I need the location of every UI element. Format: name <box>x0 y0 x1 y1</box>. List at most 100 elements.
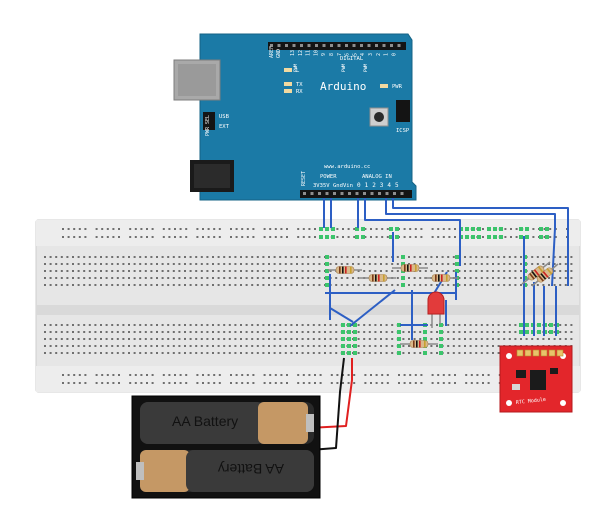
breadboard-hole <box>189 345 192 347</box>
breadboard-hole <box>228 284 231 286</box>
breadboard-hole <box>329 331 332 333</box>
breadboard-hole <box>296 352 298 354</box>
breadboard-hole <box>318 352 321 354</box>
breadboard-hole <box>553 331 556 333</box>
breadboard-hole <box>409 228 412 230</box>
connected-hole <box>499 235 503 239</box>
connected-hole <box>325 262 329 266</box>
breadboard-hole <box>67 236 70 238</box>
breadboard-hole <box>402 345 405 347</box>
breadboard-hole <box>212 256 214 258</box>
breadboard-hole <box>532 228 535 230</box>
breadboard-hole <box>251 338 254 340</box>
breadboard-hole <box>228 256 231 258</box>
breadboard-hole <box>336 374 339 376</box>
breadboard-hole <box>492 263 494 265</box>
breadboard-hole <box>196 382 199 384</box>
breadboard-hole <box>212 324 214 326</box>
breadboard-hole <box>553 263 556 265</box>
breadboard-hole <box>84 382 87 384</box>
breadboard-hole <box>217 270 220 272</box>
breadboard-hole <box>196 374 199 376</box>
connected-hole <box>439 323 443 327</box>
breadboard-hole <box>60 331 63 333</box>
breadboard-hole <box>301 324 304 326</box>
breadboard-hole <box>273 270 276 272</box>
breadboard-hole <box>73 374 76 376</box>
breadboard-hole <box>553 256 556 258</box>
breadboard-hole <box>77 338 80 340</box>
breadboard-hole <box>553 277 556 279</box>
breadboard-hole <box>262 284 265 286</box>
reset-label: RESET <box>301 171 307 186</box>
breadboard-hole <box>44 338 46 340</box>
breadboard-hole <box>172 331 175 333</box>
breadboard-hole <box>150 256 153 258</box>
breadboard-hole <box>268 256 270 258</box>
breadboard-hole <box>200 277 203 279</box>
breadboard-hole <box>280 374 283 376</box>
analog-pin-label: 1 <box>365 182 369 189</box>
connected-hole <box>325 255 329 259</box>
breadboard-hole <box>391 270 394 272</box>
breadboard-hole <box>133 270 136 272</box>
breadboard-hole <box>454 382 456 384</box>
breadboard-hole <box>436 345 438 347</box>
breadboard-hole <box>228 331 231 333</box>
breadboard-hole <box>122 352 125 354</box>
breadboard-hole <box>436 284 438 286</box>
breadboard-hole <box>133 324 136 326</box>
breadboard-hole <box>49 263 52 265</box>
breadboard-hole <box>118 374 120 376</box>
breadboard-hole <box>385 345 388 347</box>
breadboard-hole <box>95 236 98 238</box>
breadboard-hole <box>228 277 231 279</box>
connected-hole <box>353 337 357 341</box>
breadboard-hole <box>398 374 400 376</box>
breadboard-hole <box>60 352 63 354</box>
breadboard-hole <box>207 374 210 376</box>
breadboard-hole <box>73 236 76 238</box>
breadboard-hole <box>381 382 384 384</box>
breadboard-hole <box>44 277 46 279</box>
breadboard-hole <box>420 228 423 230</box>
breadboard-hole <box>469 331 472 333</box>
breadboard-hole <box>122 324 125 326</box>
breadboard-hole <box>312 338 315 340</box>
connected-hole <box>439 337 443 341</box>
connected-hole <box>539 235 543 239</box>
header-pin <box>325 192 329 195</box>
breadboard-hole <box>464 324 466 326</box>
power-wires <box>307 357 353 451</box>
breadboard-hole <box>128 352 130 354</box>
breadboard-hole <box>347 374 350 376</box>
breadboard-hole <box>329 256 332 258</box>
breadboard-hole <box>218 374 221 376</box>
breadboard-hole <box>88 324 91 326</box>
breadboard-hole <box>240 324 242 326</box>
breadboard-hole <box>235 228 238 230</box>
breadboard-hole <box>368 263 371 265</box>
connected-hole <box>319 227 323 231</box>
breadboard-hole <box>520 277 522 279</box>
breadboard-hole <box>480 345 483 347</box>
breadboard-hole <box>559 331 562 333</box>
connected-hole <box>465 235 469 239</box>
breadboard-hole <box>156 277 158 279</box>
breadboard-hole <box>340 277 343 279</box>
breadboard-hole <box>268 270 270 272</box>
breadboard-hole <box>184 352 186 354</box>
breadboard-hole <box>234 345 237 347</box>
breadboard-hole <box>49 352 52 354</box>
breadboard-hole <box>189 284 192 286</box>
breadboard-hole <box>380 270 382 272</box>
breadboard-hole <box>549 228 552 230</box>
breadboard-hole <box>144 352 147 354</box>
battery-icon: AA Battery AA Battery <box>131 395 321 499</box>
breadboard-hole <box>245 284 248 286</box>
breadboard-hole <box>133 277 136 279</box>
breadboard-hole <box>66 331 69 333</box>
breadboard-hole <box>206 263 209 265</box>
breadboard-hole <box>44 284 46 286</box>
breadboard-hole <box>129 236 132 238</box>
